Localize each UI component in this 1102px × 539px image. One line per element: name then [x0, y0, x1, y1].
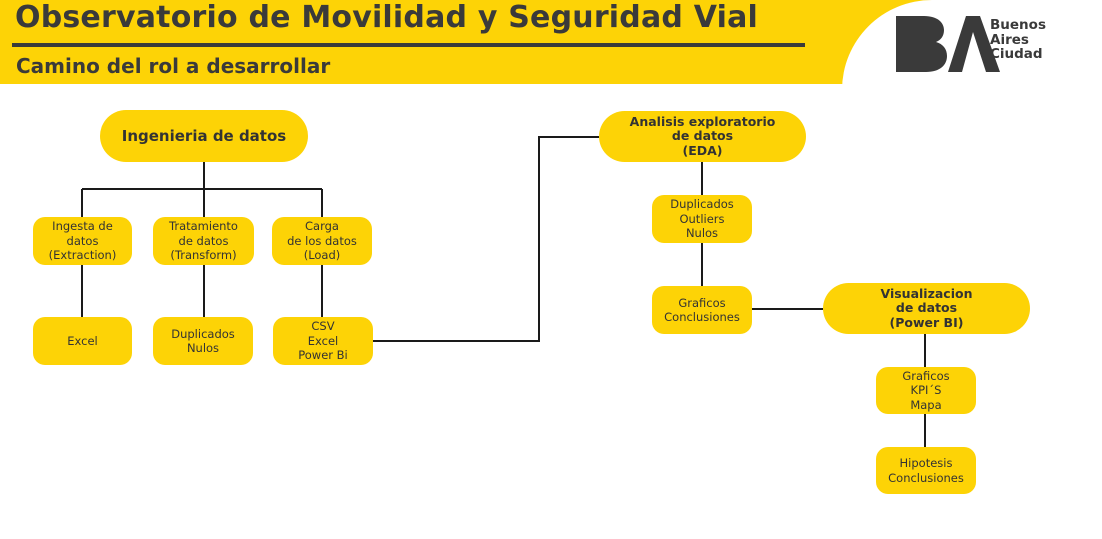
- logo-line-3: Ciudad: [990, 46, 1043, 62]
- node-label: Carga de los datos (Load): [287, 219, 357, 263]
- node-transform-tools: Duplicados Nulos: [153, 317, 253, 365]
- node-label: Tratamiento de datos (Transform): [169, 219, 238, 263]
- ba-logo-icon: [896, 16, 1000, 72]
- node-label: Visualizacion de datos (Power BI): [880, 285, 973, 330]
- node-eda-outputs: Graficos Conclusiones: [652, 286, 752, 334]
- node-visualization: Visualizacion de datos (Power BI): [823, 283, 1030, 334]
- node-extract-tools: Excel: [33, 317, 132, 365]
- node-extract: Ingesta de datos (Extraction): [33, 217, 132, 265]
- node-transform: Tratamiento de datos (Transform): [153, 217, 254, 265]
- node-label: CSV Excel Power Bi: [298, 319, 348, 363]
- node-load-tools: CSV Excel Power Bi: [273, 317, 373, 365]
- node-label: Graficos Conclusiones: [664, 295, 740, 325]
- node-label: Graficos KPI´S Mapa: [902, 368, 950, 412]
- logo-text: Buenos Aires Ciudad: [990, 18, 1046, 62]
- node-eda: Analisis exploratorio de datos (EDA): [599, 111, 806, 162]
- node-label: Analisis exploratorio de datos (EDA): [629, 113, 776, 158]
- node-eda-checks: Duplicados Outliers Nulos: [652, 195, 752, 243]
- page-title: Observatorio de Movilidad y Seguridad Vi…: [15, 0, 759, 35]
- connector-line: [373, 136, 599, 342]
- node-label: Duplicados Outliers Nulos: [670, 197, 734, 241]
- node-label: Duplicados Nulos: [171, 326, 235, 356]
- page-subtitle: Camino del rol a desarrollar: [16, 54, 331, 78]
- node-label: Ingesta de datos (Extraction): [48, 219, 117, 263]
- node-load: Carga de los datos (Load): [272, 217, 372, 265]
- node-visualization-elements: Graficos KPI´S Mapa: [876, 367, 976, 414]
- node-label: Excel: [67, 333, 98, 348]
- node-label: Hipotesis Conclusiones: [888, 456, 964, 485]
- title-underline: [12, 43, 805, 47]
- logo-line-1: Buenos: [990, 17, 1046, 33]
- node-visualization-outputs: Hipotesis Conclusiones: [876, 447, 976, 494]
- logo-line-2: Aires: [990, 31, 1029, 48]
- node-data-engineering: Ingenieria de datos: [100, 110, 308, 162]
- node-label: Ingenieria de datos: [121, 126, 287, 145]
